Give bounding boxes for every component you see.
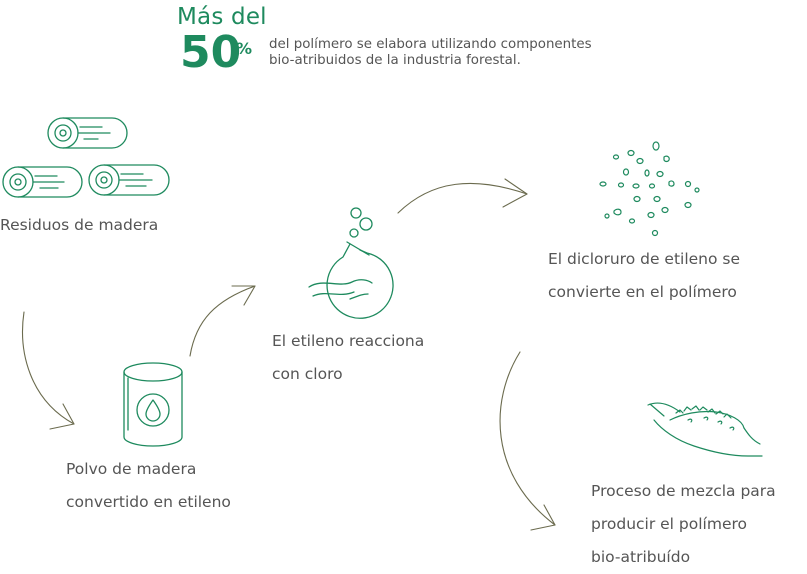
arrow-residuos-to-polvo	[22, 311, 75, 425]
flow-arrows	[22, 178, 556, 531]
step-etileno-line-2: con cloro	[272, 365, 343, 383]
step-residuos-line-1: Residuos de madera	[0, 216, 159, 234]
flask-icon	[308, 207, 394, 319]
step-polvo-label: Polvo de madera convertido en etileno	[66, 453, 231, 519]
step-proceso-label: Proceso de mezcla para producir el polím…	[591, 475, 776, 574]
percent-value: 50	[180, 27, 242, 78]
arrow-polvo-to-etileno	[189, 285, 256, 357]
header-description: del polímero se elabora utilizando compo…	[269, 37, 629, 69]
percent-sign: %	[236, 39, 253, 58]
step-etileno-line-1: El etileno reacciona	[272, 332, 425, 350]
step-dicloruro-label: El dicloruro de etileno se convierte en …	[548, 243, 740, 309]
step-proceso-line-1: Proceso de mezcla para	[591, 482, 776, 500]
intro-text: Más del	[177, 4, 267, 30]
step-dicloruro-line-2: convierte en el polímero	[548, 283, 737, 301]
step-proceso-line-3: bio-atribuído	[591, 548, 691, 566]
arrow-etileno-to-dicloruro	[397, 182, 528, 214]
step-polvo-line-2: convertido en etileno	[66, 493, 231, 511]
step-dicloruro-line-1: El dicloruro de etileno se	[548, 250, 741, 268]
arrow-dicloruro-to-proceso	[499, 351, 556, 526]
step-proceso-line-2: producir el polímero	[591, 515, 747, 533]
step-residuos-label: Residuos de madera	[0, 209, 158, 242]
logs-icon	[2, 117, 170, 198]
granules-icon	[599, 141, 700, 237]
hand-icon	[647, 402, 763, 457]
step-polvo-line-1: Polvo de madera	[66, 460, 197, 478]
description-line-2: bio-atribuidos de la industria forestal.	[269, 53, 521, 68]
barrel-icon	[123, 362, 183, 447]
description-line-1: del polímero se elabora utilizando compo…	[269, 37, 592, 52]
step-etileno-label: El etileno reacciona con cloro	[272, 325, 424, 391]
